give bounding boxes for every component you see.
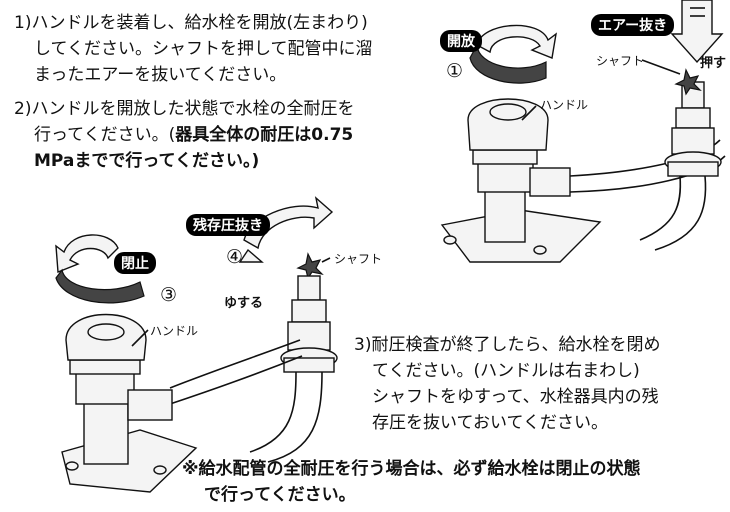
step1-line1: 1)ハンドルを装着し、給水栓を開放(左まわり) <box>14 13 368 33</box>
push-arrow-icon <box>670 0 724 64</box>
step3-line4: 存圧を抜いておいてください。 <box>372 413 608 433</box>
step3-line2: てください。(ハンドルは右まわし) <box>372 361 640 381</box>
step3-line3: シャフトをゆすって、水栓器具内の残 <box>372 387 659 407</box>
note-line2: で行ってください。 <box>204 485 356 505</box>
shaft-bottom-label: シャフト <box>334 252 383 266</box>
step1-line3: まったエアーを抜いてください。 <box>34 65 287 85</box>
step2-line2-normal: 行ってください。( <box>34 125 176 145</box>
close-badge: 閉止 <box>114 252 156 274</box>
shaft-assembly-top-illustration <box>639 68 722 251</box>
handle-bottom-label: ハンドル <box>150 324 199 338</box>
step-number-1: ① <box>446 60 464 82</box>
step2-line2: 行ってください。(器具全体の耐圧は0.75 <box>34 122 353 148</box>
handle-bottom-pointer <box>131 329 149 347</box>
handle-top-label: ハンドル <box>540 98 589 112</box>
step1-line2: してください。シャフトを押して配管中に溜 <box>34 39 373 59</box>
rotate-open-arrow-icon <box>469 24 557 84</box>
shaft-bottom-pointer <box>321 257 331 263</box>
air-release-badge: エアー抜き <box>591 14 675 36</box>
step2-line2-bold: 器具全体の耐圧は0.75 <box>175 125 354 145</box>
handle-top-pointer <box>521 105 537 121</box>
step3-line1: 3)耐圧検査が終了したら、給水栓を閉め <box>354 335 661 355</box>
shaft-top-label: シャフト <box>596 54 645 68</box>
open-badge: 開放 <box>440 30 482 52</box>
faucet-open-illustration <box>440 98 726 263</box>
shaft-assembly-bottom-illustration <box>249 252 338 463</box>
step-number-4: ④ <box>226 246 244 268</box>
step2-line3: MPaまでで行ってください。) <box>34 151 260 171</box>
residual-release-badge: 残存圧抜き <box>186 214 270 236</box>
step2-line1: 2)ハンドルを開放した状態で水栓の全耐圧を <box>14 99 355 119</box>
push-label: 押す <box>700 56 727 71</box>
faucet-closed-illustration <box>61 313 303 493</box>
step-number-3: ③ <box>160 284 178 306</box>
shaft-top-pointer <box>641 59 681 75</box>
rotate-close-arrow-icon <box>55 234 145 304</box>
shake-label: ゆする <box>224 296 264 311</box>
note-line1: ※給水配管の全耐圧を行う場合は、必ず給水栓は閉止の状態 <box>182 459 641 479</box>
